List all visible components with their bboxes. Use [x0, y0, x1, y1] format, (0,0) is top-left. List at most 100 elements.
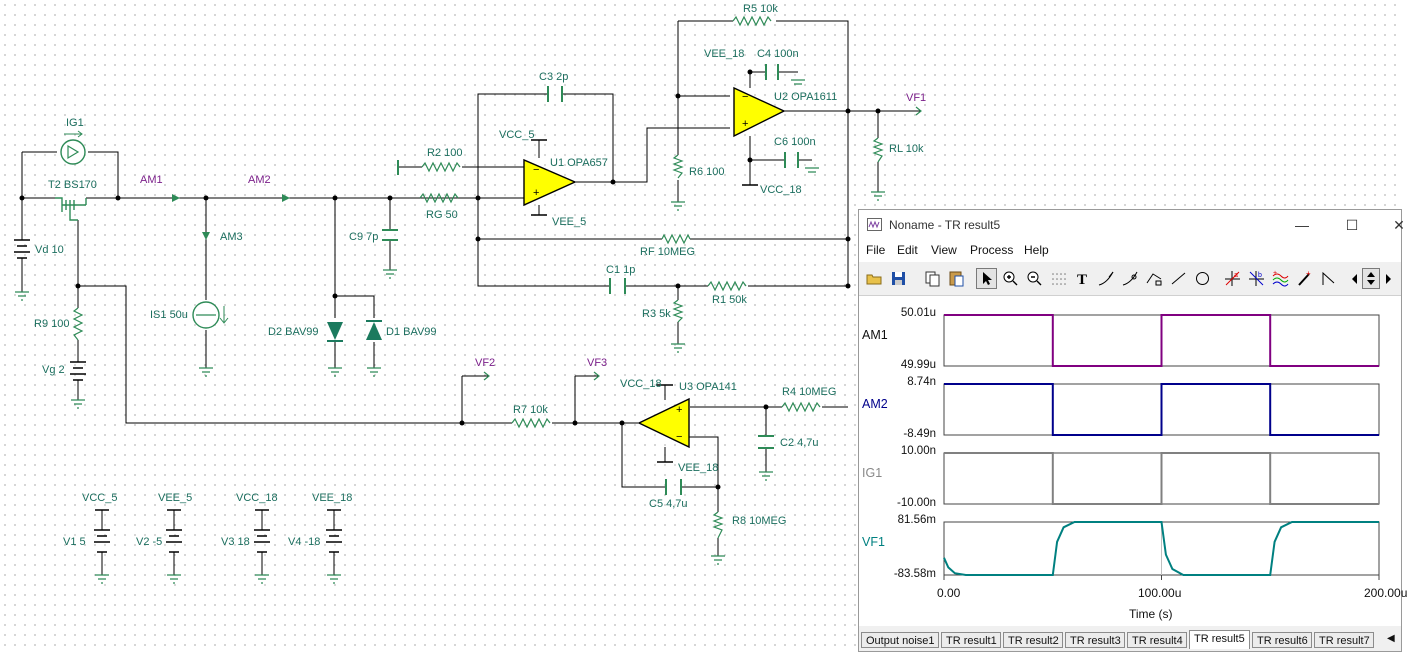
am1-ymin-label: 49.99u	[900, 359, 936, 371]
vcc18-top-label: VCC_18	[760, 184, 802, 196]
r5-label: R5 10k	[743, 3, 778, 15]
d2-label: D2 BAV99	[268, 326, 319, 338]
svg-text:−: −	[533, 164, 539, 176]
cursor-a-icon[interactable]: a	[1222, 268, 1243, 289]
x-tick-0: 0.00	[937, 586, 961, 600]
node-vf3-label: VF3	[587, 357, 608, 369]
curve-b-icon[interactable]	[1120, 268, 1141, 289]
trace-name-vf1[interactable]: VF1	[862, 535, 885, 549]
circle-icon[interactable]	[1192, 268, 1213, 289]
node-vf2-label: VF2	[475, 357, 496, 369]
am2-ymin-label: -8.49n	[903, 428, 936, 440]
trace-name-am1[interactable]: AM1	[862, 328, 888, 342]
menu-file[interactable]: File	[866, 243, 886, 257]
maximize-icon[interactable]: ☐	[1345, 217, 1359, 233]
u3-label: U3 OPA141	[679, 381, 737, 393]
node-am1-label: AM1	[140, 174, 163, 186]
tab-tr-result6[interactable]: TR result6	[1252, 632, 1312, 648]
v2-label: V2 -5	[136, 536, 163, 548]
am2-ymax-label: 8.74n	[907, 376, 936, 388]
tab-tr-result7[interactable]: TR result7	[1314, 632, 1374, 648]
trace-name-am2[interactable]: AM2	[862, 397, 888, 411]
v1-label: V1 5	[63, 536, 86, 548]
menu-process[interactable]: Process	[970, 243, 1014, 257]
svg-text:+: +	[742, 118, 748, 130]
tab-output-noise1[interactable]: Output noise1	[861, 632, 939, 648]
tab-scroll-left-icon[interactable]: ◀	[1387, 633, 1395, 644]
c1-label: C1 1p	[606, 264, 636, 276]
minimize-icon[interactable]: —	[1295, 217, 1309, 233]
vf1-ymax-label: 81.56m	[897, 514, 936, 526]
u2-label: U2 OPA1611	[774, 91, 838, 103]
pen-icon[interactable]: +	[1294, 268, 1315, 289]
pointer-icon[interactable]	[976, 268, 997, 289]
tab-tr-result2[interactable]: TR result2	[1003, 632, 1063, 648]
trace-am2	[944, 383, 1379, 436]
vf1-ymin-label: -83.58m	[893, 568, 936, 580]
v3-label: V3 18	[221, 536, 250, 548]
curve-a-icon[interactable]	[1096, 268, 1117, 289]
v4-label: V4 -18	[288, 536, 321, 548]
am3-label: AM3	[220, 231, 243, 243]
am1-ymax-label: 50.01u	[900, 307, 936, 319]
paste-icon[interactable]	[946, 268, 967, 289]
tab-tr-result1[interactable]: TR result1	[941, 632, 1001, 648]
r2-label: R2 100	[427, 147, 463, 159]
tab-tr-result3[interactable]: TR result3	[1065, 632, 1125, 648]
tab-tr-result4[interactable]: TR result4	[1127, 632, 1187, 648]
curve-c-icon[interactable]	[1144, 268, 1165, 289]
svg-text:−: −	[676, 431, 682, 443]
vd-label: Vd 10	[35, 244, 64, 256]
zoom-out-icon[interactable]	[1024, 268, 1045, 289]
menu-help[interactable]: Help	[1024, 243, 1049, 257]
scroll-left-icon[interactable]	[1348, 268, 1362, 289]
step-icon[interactable]	[1318, 268, 1339, 289]
open-folder-icon[interactable]	[864, 268, 885, 289]
menu-view[interactable]: View	[931, 243, 957, 257]
zoom-in-icon[interactable]	[1000, 268, 1021, 289]
copy-icon[interactable]	[922, 268, 943, 289]
trace-name-ig1[interactable]: IG1	[862, 466, 883, 480]
c2-label: C2 4,7u	[780, 437, 819, 449]
waves-icon[interactable]: +	[1270, 268, 1291, 289]
window-title: Noname - TR result5	[889, 218, 1001, 232]
supply-vcc18-label: VCC_18	[236, 492, 278, 504]
tr-result-window[interactable]: Noname - TR result5 — ☐ ✕ File Edit View…	[858, 209, 1407, 652]
rf-label: RF 10MEG	[640, 246, 696, 258]
supply-vcc5-label: VCC_5	[82, 492, 118, 504]
tab-tr-result5[interactable]: TR result5	[1189, 630, 1250, 649]
rg-label: RG 50	[426, 209, 458, 221]
scroll-right-icon[interactable]	[1381, 268, 1395, 289]
line-icon[interactable]	[1168, 268, 1189, 289]
svg-text:+: +	[1306, 269, 1311, 278]
cursor-b-icon[interactable]: b	[1246, 268, 1267, 289]
r7-label: R7 10k	[513, 404, 548, 416]
waveform-plot[interactable]: 50.01u 49.99u 8.74n -8.49n 10.00n -10.00…	[859, 296, 1407, 626]
c3-label: C3 2p	[539, 71, 569, 83]
x-axis-label: Time (s)	[1129, 607, 1173, 621]
ig1-ymin-label: -10.00n	[896, 497, 936, 509]
menu-edit[interactable]: Edit	[897, 243, 918, 257]
c4-label: C4 100n	[757, 48, 799, 60]
r9-label: R9 100	[34, 318, 70, 330]
grid-icon[interactable]	[1048, 268, 1069, 289]
scroll-updown-icon[interactable]	[1362, 268, 1380, 289]
save-icon[interactable]	[888, 268, 909, 289]
vg-label: Vg 2	[42, 364, 65, 376]
trace-vf1	[943, 521, 1379, 576]
supply-vee18-label: VEE_18	[312, 492, 353, 504]
svg-text:b: b	[1258, 272, 1262, 279]
x-tick-2: 200.00u	[1364, 586, 1408, 600]
r1-label: R1 50k	[712, 294, 747, 306]
svg-text:+: +	[676, 404, 682, 416]
text-icon[interactable]: T	[1072, 268, 1093, 289]
svg-text:+: +	[1273, 270, 1277, 277]
d1-label: D1 BAV99	[386, 326, 437, 338]
vee5-label: VEE_5	[552, 216, 587, 228]
close-icon[interactable]: ✕	[1393, 217, 1405, 233]
r8-label: R8 10MEG	[732, 515, 787, 527]
waveform-svg	[943, 314, 1380, 580]
title-bar[interactable]: Noname - TR result5 — ☐ ✕	[859, 210, 1405, 240]
svg-text:+: +	[533, 187, 539, 199]
